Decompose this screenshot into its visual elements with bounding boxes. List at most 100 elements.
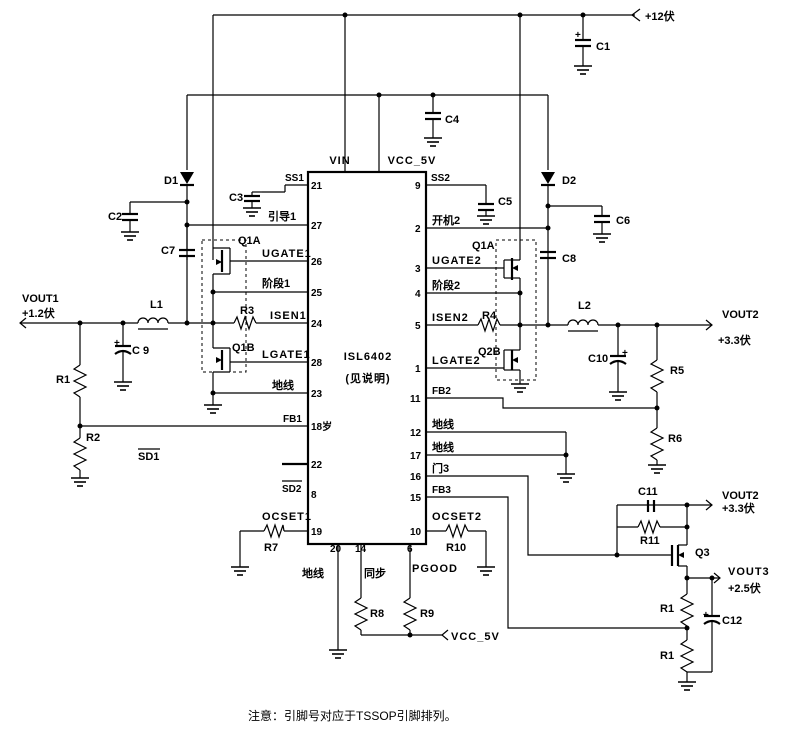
label-r9: R9 — [420, 608, 434, 620]
svg-text:21: 21 — [311, 181, 323, 192]
svg-text:27: 27 — [311, 221, 323, 232]
pin-label-lgate2: LGATE2 — [432, 355, 481, 367]
label-q3: Q3 — [695, 547, 710, 559]
label-c12: C12 — [722, 615, 742, 627]
svg-text:+: + — [114, 338, 120, 349]
label-c7: C7 — [161, 245, 175, 257]
pin-label-gnd-20: 地线 — [302, 566, 324, 580]
svg-text:22: 22 — [311, 460, 323, 471]
svg-text:24: 24 — [311, 319, 323, 330]
label-r6: R6 — [668, 433, 682, 445]
label-l1: L1 — [150, 299, 163, 311]
label-c5: C5 — [498, 196, 512, 208]
label-c2: C2 — [108, 211, 122, 223]
ic-body — [306, 170, 428, 546]
svg-text:8: 8 — [311, 490, 317, 501]
pin-18: 18岁 — [311, 420, 332, 433]
svg-text:25: 25 — [311, 288, 323, 299]
label-vout2-b: VOUT2 — [722, 490, 759, 502]
label-r4: R4 — [482, 310, 497, 322]
pin-label-sync: 同步 — [364, 566, 386, 580]
pin-label-sd2: SD2 — [282, 484, 302, 495]
svg-text:+: + — [575, 30, 581, 41]
label-c4: C4 — [445, 114, 460, 126]
label-c10: C10 — [588, 353, 608, 365]
label-r1-bottom: R1 — [660, 650, 674, 662]
label-q2a: Q1A — [472, 240, 495, 252]
label-c11: C11 — [638, 486, 658, 498]
label-d1: D1 — [164, 175, 178, 187]
pin-label-phase2: 阶段2 — [432, 278, 460, 292]
svg-text:23: 23 — [311, 389, 323, 400]
label-c1: C1 — [596, 41, 610, 53]
pin-label-ss2: SS2 — [431, 173, 450, 184]
label-vcc-5v-bottom: VCC_5V — [451, 631, 500, 643]
svg-text:19: 19 — [311, 527, 323, 538]
pin-label-fb1: FB1 — [283, 414, 302, 425]
pin-label-vcc: VCC_5V — [388, 155, 437, 167]
label-vout2-value: +3.3伏 — [718, 333, 751, 347]
pin-label-phase1: 阶段1 — [262, 276, 290, 290]
svg-text:+: + — [622, 348, 628, 359]
svg-text:5: 5 — [415, 321, 421, 332]
label-r1-top: R1 — [660, 603, 674, 615]
pin-label-isen2: ISEN2 — [432, 312, 469, 324]
pin-label-lgate1: LGATE1 — [262, 349, 311, 361]
label-r2: R2 — [86, 432, 100, 444]
svg-text:16: 16 — [410, 472, 422, 483]
pin-label-gnd-12: 地线 — [432, 417, 454, 431]
svg-text:15: 15 — [410, 493, 422, 504]
pin-label-boot2: 开机2 — [432, 213, 460, 227]
footer-note: 注意：引脚号对应于TSSOP引脚排列。 — [248, 708, 457, 723]
ic-note: (见说明) — [345, 371, 390, 385]
svg-text:+: + — [703, 610, 709, 621]
label-vout3-value: +2.5伏 — [728, 581, 761, 595]
label-c6: C6 — [616, 215, 630, 227]
label-q2b: Q2B — [478, 346, 501, 358]
pin-label-ugate1: UGATE1 — [262, 248, 312, 260]
label-vout2-b-value: +3.3伏 — [722, 501, 755, 515]
svg-text:12: 12 — [410, 428, 422, 439]
pin-label-ocset1: OCSET1 — [262, 511, 312, 523]
label-l2: L2 — [578, 300, 591, 312]
pin-label-boot1: 引导1 — [268, 209, 296, 223]
pin-label-gnd-23: 地线 — [272, 378, 294, 392]
label-c9: C 9 — [132, 345, 149, 357]
pin-label-gate3: 门3 — [432, 461, 449, 475]
label-d2: D2 — [562, 175, 576, 187]
label-r11: R11 — [640, 535, 660, 547]
ic-part-number: ISL6402 — [344, 351, 393, 363]
svg-text:10: 10 — [410, 527, 422, 538]
pin-label-fb3: FB3 — [432, 485, 451, 496]
label-sd1-left: SD1 — [138, 451, 159, 463]
pin-label-ugate2: UGATE2 — [432, 255, 482, 267]
svg-text:9: 9 — [415, 181, 421, 192]
pin-label-pgood: PGOOD — [412, 563, 458, 575]
svg-text:20: 20 — [330, 544, 342, 555]
label-c8: C8 — [562, 253, 576, 265]
label-r8: R8 — [370, 608, 384, 620]
svg-text:17: 17 — [410, 451, 422, 462]
svg-text:4: 4 — [415, 289, 421, 300]
label-r3: R3 — [240, 305, 254, 317]
pin-label-isen1: ISEN1 — [270, 310, 307, 322]
label-r10: R10 — [446, 542, 466, 554]
pin-label-ocset2: OCSET2 — [432, 511, 482, 523]
svg-text:2: 2 — [415, 224, 421, 235]
svg-text:26: 26 — [311, 257, 323, 268]
svg-text:1: 1 — [415, 364, 421, 375]
label-q1a: Q1A — [238, 235, 261, 247]
label-vout3: VOUT3 — [728, 566, 770, 578]
pin-label-ss1: SS1 — [285, 173, 304, 184]
pin-label-gnd-17: 地线 — [432, 440, 454, 454]
label-vout2: VOUT2 — [722, 309, 759, 321]
label-12v: +12伏 — [645, 9, 675, 23]
svg-text:11: 11 — [410, 394, 421, 405]
label-r5: R5 — [670, 365, 684, 377]
pin-label-fb2: FB2 — [432, 386, 451, 397]
label-vout1-value: +1.2伏 — [22, 306, 55, 320]
label-vout1: VOUT1 — [22, 293, 59, 305]
svg-text:3: 3 — [415, 264, 421, 275]
